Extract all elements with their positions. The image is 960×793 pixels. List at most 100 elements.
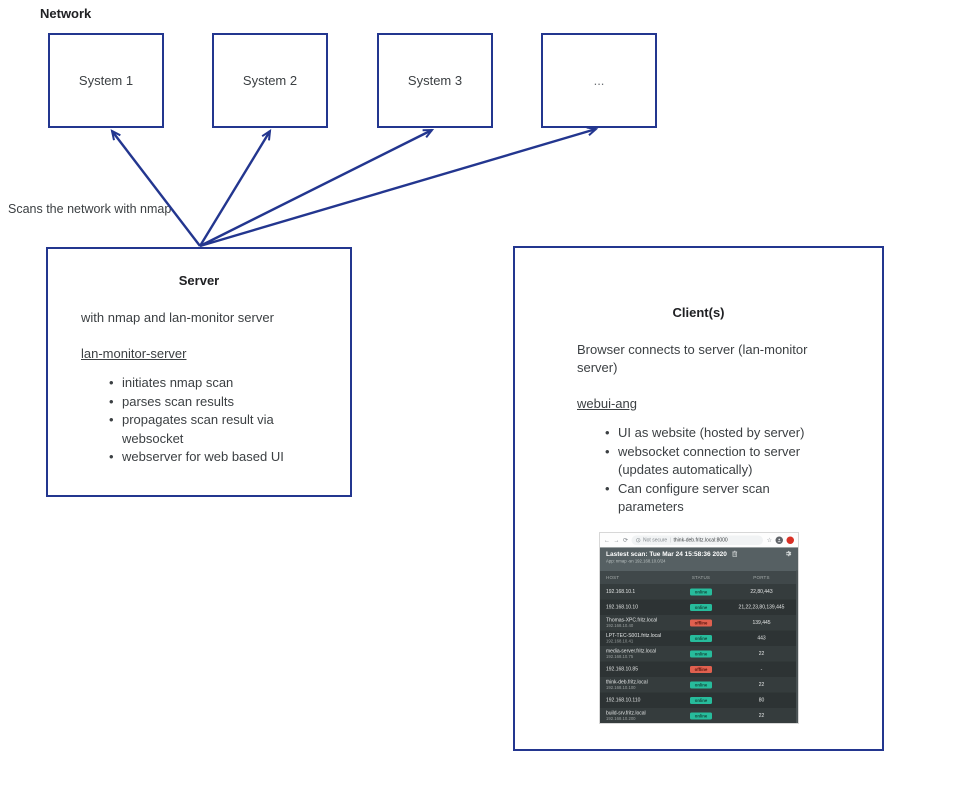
column-header-host: HOST xyxy=(606,575,620,580)
host-cell: 192.168.10.10 xyxy=(600,605,677,611)
server-box: Server with nmap and lan-monitor server … xyxy=(46,247,352,497)
list-item: • websocket connection to server (updates… xyxy=(605,443,882,480)
system-ellipsis-label: ... xyxy=(593,73,605,88)
bullet-text: propagates scan result via websocket xyxy=(122,412,274,446)
host-name: 192.168.10.85 xyxy=(606,666,638,673)
info-icon xyxy=(636,537,641,543)
host-ip: 192.168.10.75 xyxy=(606,653,634,659)
host-cell: 192.168.10.85 xyxy=(600,667,677,673)
status-cell: online xyxy=(677,603,725,611)
scan-annotation: Scans the network with nmap xyxy=(8,202,172,216)
clients-box: Client(s) Browser connects to server (la… xyxy=(513,246,884,751)
bullet-text: parses scan results xyxy=(122,393,234,409)
host-name: LPT-TEC-S001.fritz.local xyxy=(606,632,662,639)
browser-toolbar: ← → ⟳ Not secure | think-deb.fritz.local… xyxy=(600,533,798,548)
status-cell: online xyxy=(677,681,725,689)
clients-component-name: webui-ang xyxy=(577,396,637,411)
bullet-text: websocket connection to server (updates … xyxy=(618,443,801,478)
table-row: 192.168.10.10 online 21,22,23,80,139,445 xyxy=(600,599,798,615)
bullet-dot: • xyxy=(605,425,610,440)
clients-bullet-list: • UI as website (hosted by server) • webso… xyxy=(515,424,882,517)
ports-cell: 22 xyxy=(758,682,765,688)
record-status-icon xyxy=(786,536,794,544)
ports-cell: 22 xyxy=(758,713,765,719)
bullet-dot: • xyxy=(109,393,114,409)
status-cell: offline xyxy=(677,619,725,627)
column-header-status: STATUS xyxy=(691,575,711,580)
reload-icon: ⟳ xyxy=(623,536,629,544)
ports-cell: - xyxy=(760,666,763,673)
host-name: think-deb.fritz.local xyxy=(606,679,648,685)
status-badge: offline xyxy=(690,619,712,627)
last-scan-title: Lastest scan: Tue Mar 24 15:58:36 2020 xyxy=(606,550,727,558)
status-cell: online xyxy=(677,650,725,658)
arrow-to-system-2 xyxy=(198,128,272,247)
table-header: HOST STATUS PORTS xyxy=(600,571,798,584)
status-cell: online xyxy=(677,588,725,596)
host-ip: 192.168.10.100 xyxy=(606,684,636,690)
bullet-dot: • xyxy=(109,375,114,390)
host-name: 192.168.10.1 xyxy=(606,589,636,595)
status-cell: online xyxy=(677,634,725,642)
scan-args-subtitle: App: nmap -sn 192.168.10.0/24 xyxy=(606,558,666,564)
bullet-text: Can configure server scan parameters xyxy=(618,480,770,515)
trash-icon xyxy=(732,550,738,557)
webui-screenshot: ← → ⟳ Not secure | think-deb.fritz.local… xyxy=(600,533,798,723)
status-cell: offline xyxy=(677,665,725,673)
bullet-text: webserver for web based UI xyxy=(122,449,284,464)
back-icon: ← xyxy=(604,536,610,544)
list-item: • initiates nmap scan xyxy=(109,374,350,393)
ports-cell: 443 xyxy=(757,635,766,642)
bullet-dot: • xyxy=(109,449,114,464)
arrow-to-system-3 xyxy=(199,128,435,248)
settings-gear-icon xyxy=(786,550,792,557)
host-ip: 192.168.10.40 xyxy=(606,622,634,628)
table-row: 192.168.10.85 offline - xyxy=(600,661,798,677)
bullet-text: initiates nmap scan xyxy=(122,375,234,390)
arrow-to-system-ellipsis xyxy=(199,126,599,248)
ports-cell: 22,80,443 xyxy=(750,589,773,595)
list-item: • UI as website (hosted by server) xyxy=(605,424,882,443)
column-header-ports: PORTS xyxy=(753,575,770,580)
system-3-box: System 3 xyxy=(377,33,493,128)
ports-cell: 22 xyxy=(758,651,765,657)
address-divider: | xyxy=(669,537,672,543)
host-name: media-server.fritz.local xyxy=(606,648,657,654)
ports-cell: 139,445 xyxy=(752,620,771,626)
host-ip: 192.168.10.41 xyxy=(606,638,634,644)
host-name: Thomas-XPC.fritz.local xyxy=(606,617,658,623)
status-badge: online xyxy=(690,588,712,596)
arrow-to-system-1 xyxy=(110,129,201,247)
table-row: 192.168.10.1 online 22,80,443 xyxy=(600,584,798,600)
status-badge: online xyxy=(690,681,712,689)
app-header: Lastest scan: Tue Mar 24 15:58:36 2020 A… xyxy=(600,547,798,571)
clients-description: Browser connects to server (lan-monitor … xyxy=(577,342,808,375)
status-badge: online xyxy=(690,696,712,704)
clients-title: Client(s) xyxy=(672,305,725,320)
forward-icon: → xyxy=(613,536,620,544)
bullet-dot: • xyxy=(605,443,610,459)
server-component-name: lan-monitor-server xyxy=(81,346,187,361)
status-badge: online xyxy=(690,712,712,720)
ports-cell: 80 xyxy=(758,697,765,704)
bullet-dot: • xyxy=(109,412,114,427)
bullet-text: UI as website (hosted by server) xyxy=(618,425,805,440)
host-table: 192.168.10.1 online 22,80,443 192.168.10… xyxy=(600,584,798,723)
system-2-label: System 2 xyxy=(242,73,298,88)
server-title: Server xyxy=(178,273,220,288)
bookmark-star-icon: ☆ xyxy=(766,536,772,544)
network-title: Network xyxy=(40,6,92,21)
address-bar: Not secure | think-deb.fritz.local:8000 xyxy=(631,535,764,545)
system-2-box: System 2 xyxy=(212,33,328,128)
profile-avatar-icon xyxy=(775,536,783,544)
system-1-label: System 1 xyxy=(78,73,134,88)
system-1-box: System 1 xyxy=(48,33,164,128)
scrollbar xyxy=(796,570,798,723)
